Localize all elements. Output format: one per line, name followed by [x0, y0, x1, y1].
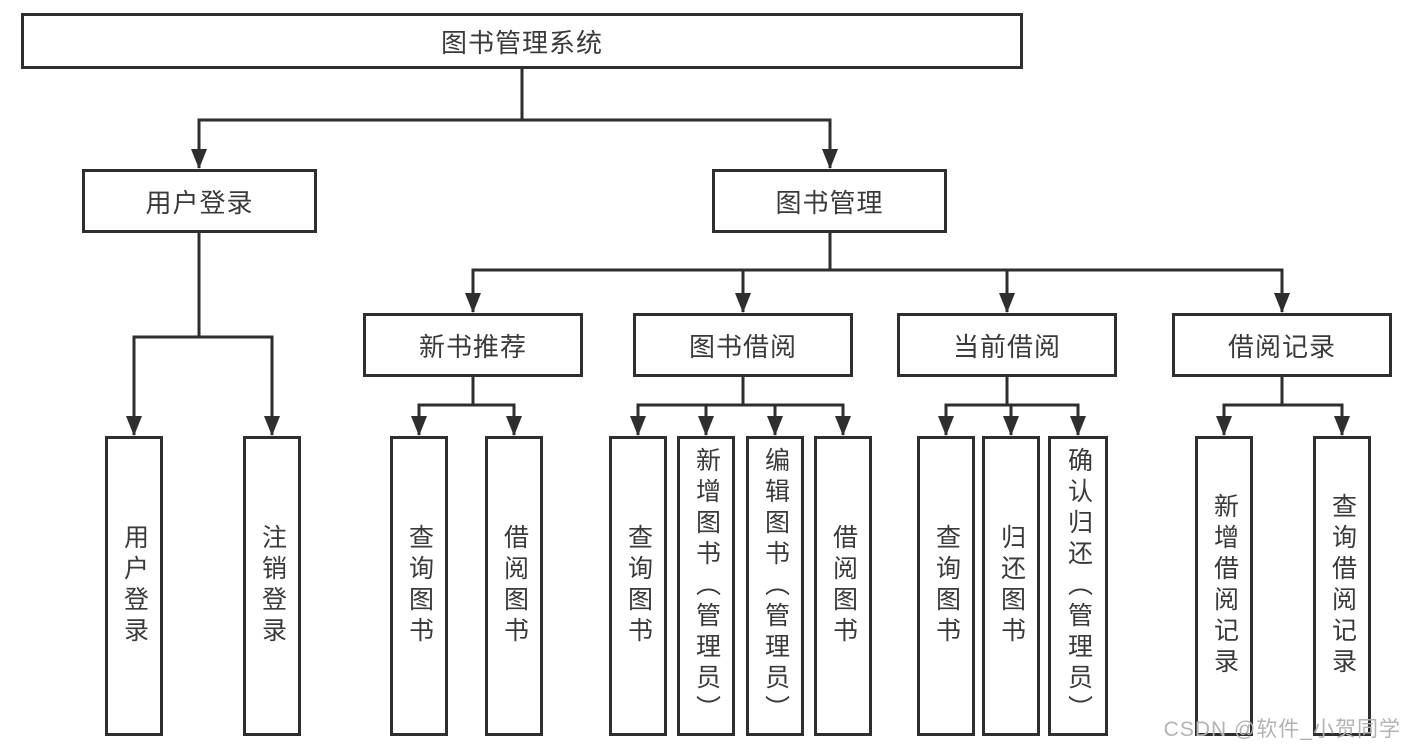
node-user-login-group: 用户登录	[82, 169, 317, 233]
node-book-management-label: 图书管理	[775, 187, 884, 218]
leaf-logout-label: 注销登录	[258, 524, 287, 648]
leaf-current-confirm-return-admin-label: 确认归还（管理员）	[1064, 446, 1093, 726]
node-new-book-recommend: 新书推荐	[363, 313, 583, 377]
leaf-records-add-record-label: 新增借阅记录	[1210, 493, 1239, 679]
leaf-borrow-edit-books-admin: 编辑图书（管理员）	[746, 436, 804, 736]
leaf-newbook-query-books: 查询图书	[390, 436, 448, 736]
node-user-login-group-label: 用户登录	[145, 187, 254, 218]
leaf-current-return-books-label: 归还图书	[997, 524, 1026, 648]
leaf-records-add-record: 新增借阅记录	[1195, 436, 1253, 736]
leaf-logout: 注销登录	[243, 436, 301, 736]
csdn-watermark: CSDN @软件_小贺同学	[1163, 718, 1401, 741]
leaf-current-confirm-return-admin: 确认归还（管理员）	[1048, 436, 1108, 736]
node-root-label: 图书管理系统	[440, 27, 603, 58]
leaf-borrow-query-books-label: 查询图书	[624, 524, 653, 648]
leaf-current-return-books: 归还图书	[982, 436, 1040, 736]
leaf-newbook-query-books-label: 查询图书	[405, 524, 434, 648]
leaf-user-login: 用户登录	[105, 436, 163, 736]
node-book-borrow: 图书借阅	[633, 313, 853, 377]
leaf-borrow-borrow-books: 借阅图书	[814, 436, 872, 736]
leaf-newbook-borrow-books-label: 借阅图书	[500, 524, 529, 648]
leaf-records-query-record: 查询借阅记录	[1313, 436, 1371, 736]
node-borrow-records-label: 借阅记录	[1227, 331, 1336, 362]
node-book-management: 图书管理	[712, 169, 947, 233]
leaf-current-query-books-label: 查询图书	[932, 524, 961, 648]
leaf-borrow-add-books-admin-label: 新增图书（管理员）	[692, 446, 721, 726]
leaf-borrow-query-books: 查询图书	[609, 436, 667, 736]
node-root: 图书管理系统	[21, 13, 1023, 69]
node-borrow-records: 借阅记录	[1172, 313, 1392, 377]
node-new-book-recommend-label: 新书推荐	[418, 331, 527, 362]
leaf-user-login-label: 用户登录	[120, 524, 149, 648]
leaf-newbook-borrow-books: 借阅图书	[485, 436, 543, 736]
node-current-borrow: 当前借阅	[897, 313, 1117, 377]
leaf-borrow-borrow-books-label: 借阅图书	[829, 524, 858, 648]
leaf-borrow-edit-books-admin-label: 编辑图书（管理员）	[761, 446, 790, 726]
node-current-borrow-label: 当前借阅	[952, 331, 1061, 362]
leaf-records-query-record-label: 查询借阅记录	[1328, 493, 1357, 679]
node-book-borrow-label: 图书借阅	[688, 331, 797, 362]
leaf-current-query-books: 查询图书	[917, 436, 975, 736]
leaf-borrow-add-books-admin: 新增图书（管理员）	[677, 436, 735, 736]
